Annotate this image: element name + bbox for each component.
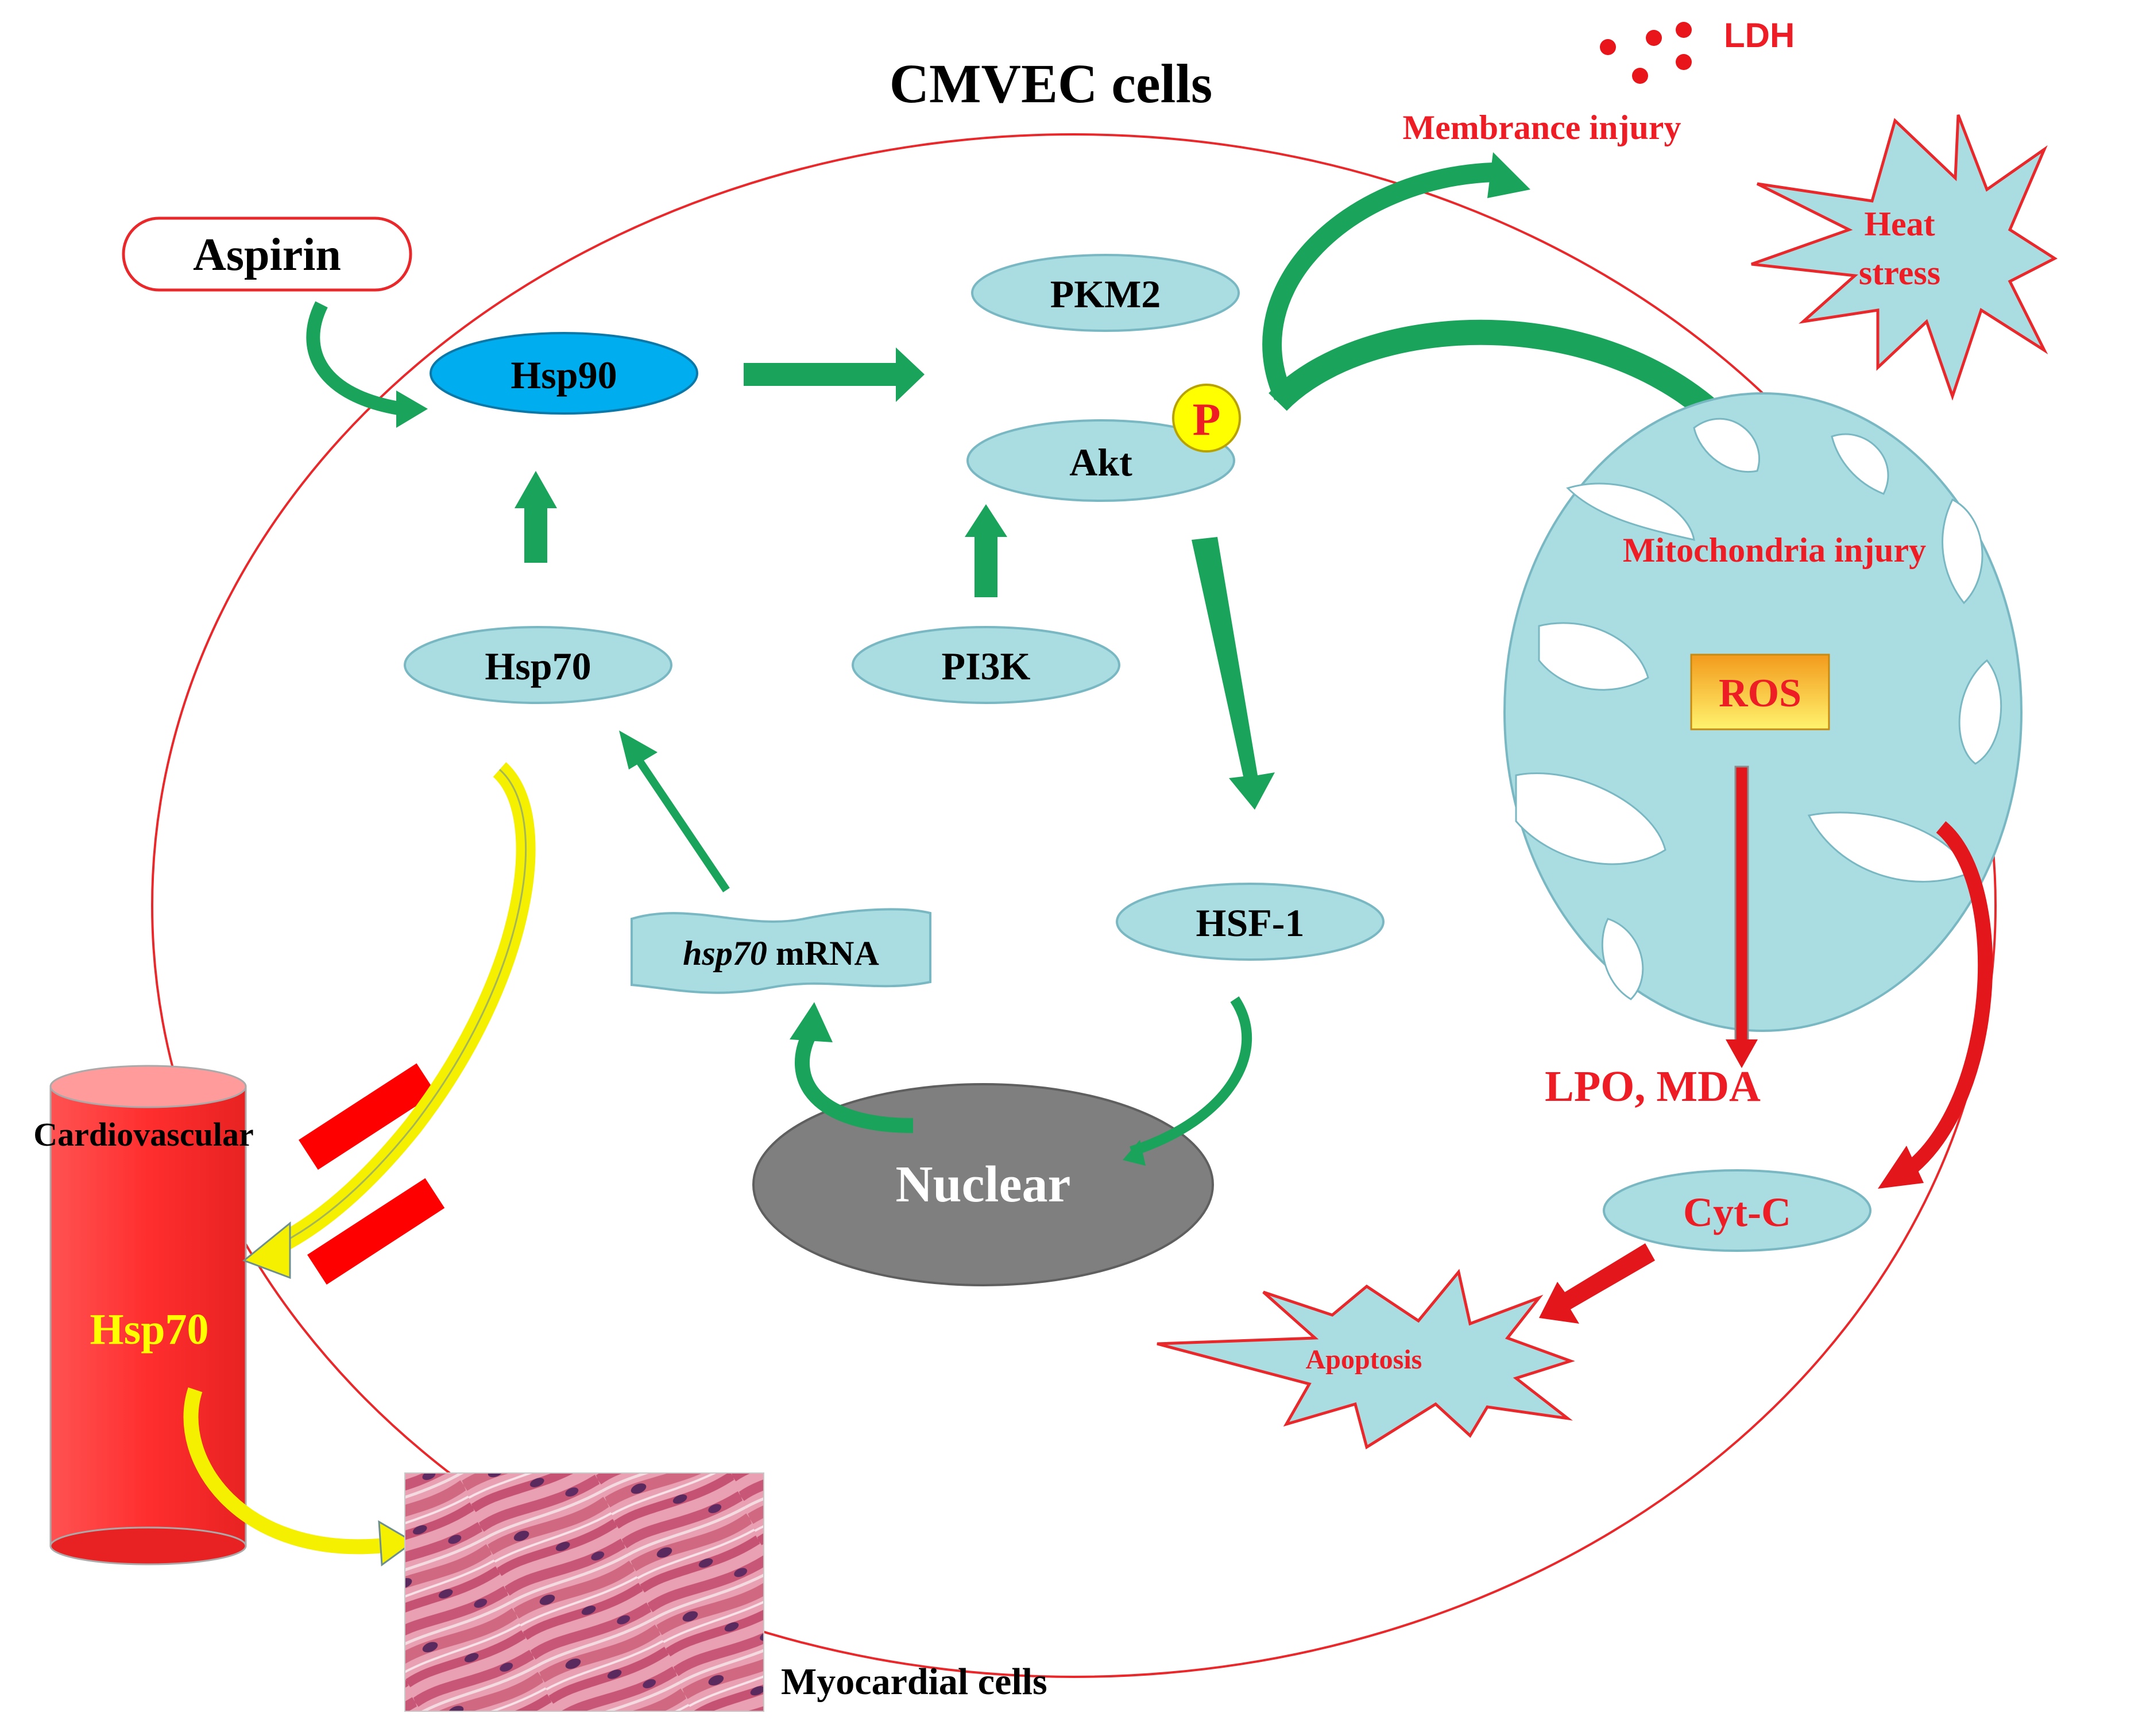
hsp90-to-akt-arrow-shaft	[744, 363, 904, 386]
cytc-label: Cyt-C	[1683, 1189, 1791, 1235]
heat-stress-line1: Heat	[1864, 205, 1935, 243]
membrane-channel-upper	[299, 1063, 436, 1170]
hsp70-node	[404, 626, 672, 704]
ros-box	[1690, 654, 1830, 730]
hsp90-node	[430, 332, 698, 415]
mrna-to-hsp70-arrow-shaft	[634, 756, 730, 892]
aspirin-arrowhead	[396, 390, 428, 428]
hsf1-to-nuclear-arrow	[1130, 996, 1252, 1157]
vessel-hsp70-label: Hsp70	[90, 1305, 209, 1354]
diagram-title: CMVEC cells	[890, 53, 1213, 114]
pi3k-label: PI3K	[942, 644, 1031, 688]
apoptosis-label: Apoptosis	[1306, 1344, 1422, 1375]
akt-to-membrane-arrow	[1262, 163, 1494, 400]
ldh-dots	[1600, 22, 1692, 84]
hsp90-label: Hsp90	[511, 353, 617, 397]
apoptosis-burst	[1157, 1269, 1575, 1449]
hsp70-to-vessel-arrowhead	[242, 1221, 291, 1279]
aspirin-node	[122, 216, 412, 292]
phospho-label: P	[1193, 395, 1221, 445]
heat-stress-burst	[1751, 114, 2058, 401]
ros-to-lpo-arrow-shaft	[1734, 765, 1749, 1043]
membrane-channel-lower	[307, 1178, 445, 1285]
hsf1-to-nuclear-arrowhead	[1123, 1140, 1146, 1166]
hsf1-label: HSF-1	[1196, 901, 1305, 945]
mito-to-cytc-arrow	[1902, 821, 1993, 1178]
ldh-label: LDH	[1724, 16, 1795, 55]
aspirin-to-hsp90-arrow	[306, 301, 403, 416]
cytc-node	[1603, 1169, 1871, 1252]
membrane-injury-label: Membrance injury	[1403, 109, 1681, 146]
hsp70-mrna-label: hsp70 mRNA	[683, 934, 879, 972]
mito-to-cytc-arrowhead	[1878, 1146, 1924, 1189]
pi3k-to-akt-arrow-shaft	[975, 534, 997, 597]
hsf1-node	[1116, 883, 1385, 961]
hsp70-to-hsp90-arrow-shaft	[524, 505, 547, 563]
akt-to-hsf1-arrow	[1192, 537, 1275, 810]
mito-injury-label: Mitochondria injury	[1623, 531, 1926, 569]
myocardial-label: Myocardial cells	[781, 1661, 1047, 1703]
pkm2-node	[971, 254, 1240, 332]
cytc-to-apoptosis-arrow	[1539, 1243, 1655, 1324]
mrna-to-hsp70-arrowhead	[619, 730, 658, 770]
akt-label: Akt	[1069, 440, 1132, 484]
lpo-mda-label: LPO, MDA	[1545, 1062, 1761, 1111]
vessel-to-myocardial-arrow	[183, 1387, 392, 1555]
akt-node	[966, 419, 1235, 502]
ros-label: ROS	[1719, 671, 1801, 716]
phospho-badge	[1172, 384, 1241, 453]
vessel-to-myocardial-arrowhead	[378, 1520, 415, 1567]
nuclear-label: Nuclear	[896, 1156, 1071, 1213]
hsp70-to-hsp90-arrowhead	[515, 471, 557, 508]
hsp70-label: Hsp70	[485, 644, 591, 688]
hsp70-mrna-banner	[631, 908, 931, 994]
cell-membrane	[151, 133, 1997, 1678]
pi3k-node	[852, 626, 1120, 704]
cardiovascular-label: Cardiovascular	[33, 1116, 253, 1153]
pi3k-to-akt-arrowhead	[965, 504, 1007, 537]
hsp90-to-akt-arrowhead	[896, 347, 925, 402]
pkm2-label: PKM2	[1050, 272, 1161, 316]
myocardial-tissue-image	[404, 1472, 764, 1712]
nuclear-node	[752, 1083, 1214, 1286]
ros-to-lpo-arrowhead	[1726, 1039, 1758, 1068]
heat-stress-line2: stress	[1859, 254, 1940, 292]
nuclear-to-mrna-arrow	[795, 1030, 914, 1133]
hsp70-to-vessel-arrow-edge	[275, 768, 527, 1247]
akt-to-membrane-arrowhead	[1487, 152, 1530, 198]
hsp70-to-vessel-arrow	[271, 762, 536, 1255]
nuclear-to-mrna-arrowhead	[790, 1002, 833, 1042]
aspirin-label: Aspirin	[193, 230, 341, 280]
